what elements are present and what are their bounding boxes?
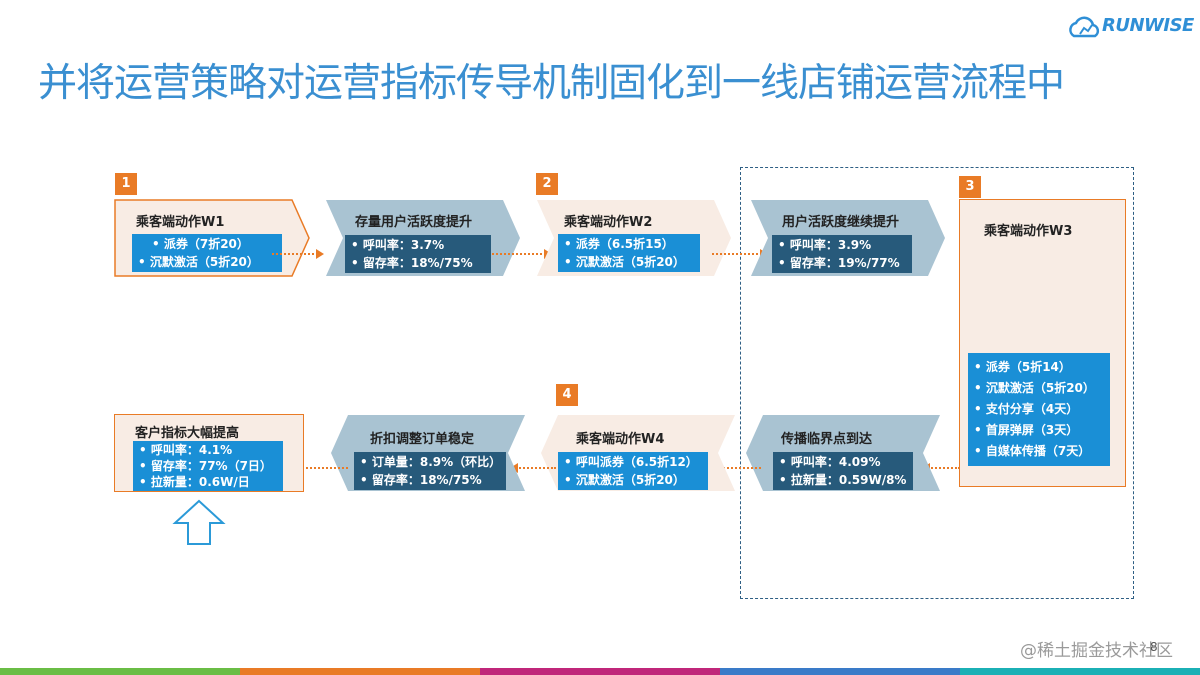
chevron-3-title: 传播临界点到达 [781, 432, 873, 447]
info-line: • 沉默激活（5折20） [138, 255, 259, 269]
info-line: • 支付分享（4天） [974, 402, 1079, 416]
action-w3-box: 乘客端动作W3 • 派券（5折14） • 沉默激活（5折20） • 支付分享（4… [959, 199, 1126, 487]
chevron-2-title: 用户活跃度继续提升 [782, 215, 900, 230]
customer-metrics-info: • 呼叫率：4.1% • 留存率：77%（7日） • 拉新量：0.6W/日 [133, 441, 283, 491]
chevron-1-info: • 呼叫率：3.7% • 留存率：18%/75% [345, 235, 491, 273]
chevron-4-title: 折扣调整订单稳定 [370, 432, 475, 447]
watermark: @稀土掘金技术社区 [1020, 641, 1173, 661]
result-chevron-3: 传播临界点到达 • 呼叫率：4.09% • 拉新量：0.59W/8% [745, 414, 941, 492]
action-w4-title: 乘客端动作W4 [576, 432, 665, 447]
arrow-line [302, 467, 348, 469]
action-w4-box: 乘客端动作W4 • 呼叫派券（6.5折12） • 沉默激活（5折20） [540, 414, 736, 492]
page-title: 并将运营策略对运营指标传导机制固化到一线店铺运营流程中 [38, 61, 1065, 106]
arrow-line [928, 467, 960, 469]
action-w3-info: • 派券（5折14） • 沉默激活（5折20） • 支付分享（4天） • 首屏弹… [968, 353, 1110, 466]
arrow-line [711, 467, 761, 469]
runwise-cloud-icon [1069, 16, 1100, 38]
action-w2-title: 乘客端动作W2 [564, 215, 653, 230]
action-w1-box: 乘客端动作W1 • 派券（7折20） • 沉默激活（5折20） [114, 199, 310, 277]
info-line: • 沉默激活（5折20） [564, 473, 685, 487]
info-line: • 呼叫率：3.7% [351, 238, 445, 252]
info-line: • 派券（7折20） [152, 237, 249, 251]
info-line: • 呼叫率：4.09% [779, 455, 881, 469]
info-line: • 留存率：19%/77% [778, 256, 900, 270]
footer-color-bar [0, 668, 1200, 675]
chevron-4-info: • 订单量：8.9%（环比） • 留存率：18%/75% [354, 452, 506, 490]
info-line: • 首屏弹屏（3天） [974, 423, 1079, 437]
action-w3-title: 乘客端动作W3 [984, 224, 1073, 239]
arrow-line [492, 253, 546, 255]
info-line: • 派券（5折14） [974, 360, 1071, 374]
info-line: • 留存率：18%/75% [351, 256, 473, 270]
result-chevron-4: 折扣调整订单稳定 • 订单量：8.9%（环比） • 留存率：18%/75% [330, 414, 526, 492]
info-line: • 留存率：77%（7日） [139, 459, 272, 473]
info-line: • 自媒体传播（7天） [974, 444, 1091, 458]
step-3-badge: 3 [959, 176, 981, 198]
w3-dashed-region [740, 167, 1134, 599]
page-number: 8 [1150, 640, 1158, 654]
arrow-line [272, 253, 318, 255]
customer-metrics-title: 客户指标大幅提高 [135, 426, 240, 441]
info-line: • 呼叫率：3.9% [778, 238, 872, 252]
arrow-head [316, 249, 324, 259]
info-line: • 沉默激活（5折20） [564, 255, 685, 269]
arrow-line [516, 467, 556, 469]
up-arrow-icon [172, 499, 226, 545]
customer-metrics-box: 客户指标大幅提高 • 呼叫率：4.1% • 留存率：77%（7日） • 拉新量：… [114, 414, 304, 492]
info-line: • 留存率：18%/75% [360, 473, 482, 487]
chevron-2-info: • 呼叫率：3.9% • 留存率：19%/77% [772, 235, 912, 273]
info-line: • 呼叫率：4.1% [139, 443, 233, 457]
info-line: • 订单量：8.9%（环比） [360, 455, 502, 469]
result-chevron-1: 存量用户活跃度提升 • 呼叫率：3.7% • 留存率：18%/75% [325, 199, 521, 277]
info-line: • 呼叫派券（6.5折12） [564, 455, 698, 469]
info-line: • 沉默激活（5折20） [974, 381, 1095, 395]
arrow-line [712, 253, 762, 255]
action-w1-title: 乘客端动作W1 [136, 215, 225, 230]
action-w2-info: • 派券（6.5折15） • 沉默激活（5折20） [558, 234, 700, 272]
logo-text: RUNWISE [1102, 15, 1194, 36]
chevron-1-title: 存量用户活跃度提升 [355, 215, 473, 230]
step-4-badge: 4 [556, 384, 578, 406]
action-w1-info: • 派券（7折20） • 沉默激活（5折20） [132, 234, 282, 272]
action-w4-info: • 呼叫派券（6.5折12） • 沉默激活（5折20） [558, 452, 708, 490]
action-w2-box: 乘客端动作W2 • 派券（6.5折15） • 沉默激活（5折20） [536, 199, 732, 277]
step-1-badge: 1 [115, 173, 137, 195]
info-line: • 派券（6.5折15） [564, 237, 674, 251]
info-line: • 拉新量：0.6W/日 [139, 475, 250, 489]
info-line: • 拉新量：0.59W/8% [779, 473, 907, 487]
result-chevron-2: 用户活跃度继续提升 • 呼叫率：3.9% • 留存率：19%/77% [750, 199, 946, 277]
chevron-3-info: • 呼叫率：4.09% • 拉新量：0.59W/8% [773, 452, 913, 490]
step-2-badge: 2 [536, 173, 558, 195]
